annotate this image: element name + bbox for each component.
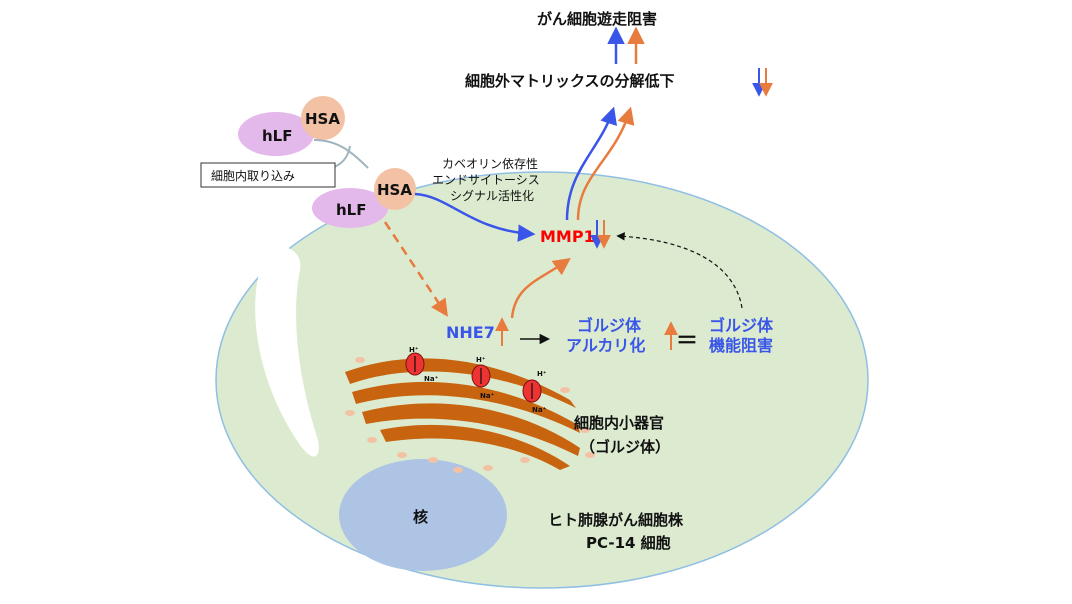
- equals-sign: ＝: [676, 329, 698, 354]
- transporter-2: H⁺ Na⁺: [471, 356, 495, 400]
- hlf-inner-shape: [312, 188, 388, 228]
- svg-text:Na⁺: Na⁺: [532, 406, 547, 414]
- nhe7-label: NHE7: [446, 323, 495, 342]
- golgi-alk-line2: アルカリ化: [566, 336, 645, 355]
- transporter-1: H⁺ Na⁺: [405, 346, 439, 383]
- uptake-box: [200, 162, 336, 188]
- vesicle-shape: [255, 246, 319, 457]
- nhe7-to-mmp1-arrow: [510, 257, 571, 319]
- svg-text:Na⁺: Na⁺: [480, 392, 495, 400]
- hsa-outer-shape: [301, 96, 345, 140]
- hsa-inner-label: HSA: [377, 181, 412, 199]
- golgi-inhib-line2: 機能阻害: [709, 336, 773, 355]
- pathway-text-3: シグナル活性化: [450, 189, 534, 203]
- top-effect-label: がん細胞遊走阻害: [537, 10, 657, 28]
- mmp1-label: MMP1: [540, 227, 595, 246]
- hlf-outer-label: hLF: [262, 127, 292, 145]
- entry-curve-1: [313, 139, 369, 169]
- pathway-text-1: カベオリン依存性: [442, 156, 538, 171]
- organelle-label-1: 細胞内小器官: [574, 414, 664, 432]
- svg-text:Na⁺: Na⁺: [424, 375, 439, 383]
- golgi-alk-line1: ゴルジ体: [577, 316, 642, 335]
- golgi-apparatus: [345, 358, 580, 470]
- hsa-outer-label: HSA: [305, 110, 340, 128]
- mmp1-to-ecm-orange: [576, 106, 635, 221]
- mmp1-to-ecm-blue: [565, 106, 617, 221]
- hlf-outer-shape: [238, 112, 314, 156]
- inhibition-to-mmp1-dashed: [616, 232, 743, 309]
- organelle-label-2: （ゴルジ体）: [580, 438, 670, 456]
- pathway-text-2: エンドサイトーシス: [432, 173, 540, 187]
- cell-line-label-2: PC-14 細胞: [586, 534, 671, 552]
- golgi-vesicles: [345, 357, 595, 473]
- svg-text:H⁺: H⁺: [537, 370, 547, 378]
- cell-line-label-1: ヒト肺腺がん細胞株: [548, 511, 684, 529]
- ecm-label: 細胞外マトリックスの分解低下: [465, 72, 675, 90]
- uptake-label: 細胞内取り込み: [211, 169, 295, 183]
- golgi-inhib-line1: ゴルジ体: [709, 316, 774, 335]
- hlf-inner-label: hLF: [336, 201, 366, 219]
- nucleus: [339, 459, 507, 571]
- nucleus-label: 核: [413, 508, 428, 526]
- svg-text:H⁺: H⁺: [409, 346, 419, 354]
- transporter-3: H⁺ Na⁺: [522, 370, 547, 414]
- hsa-inner-shape: [374, 168, 416, 210]
- trafficking-dashed-arrow: [383, 221, 448, 317]
- svg-text:H⁺: H⁺: [476, 356, 486, 364]
- signal-arrow: [414, 192, 536, 242]
